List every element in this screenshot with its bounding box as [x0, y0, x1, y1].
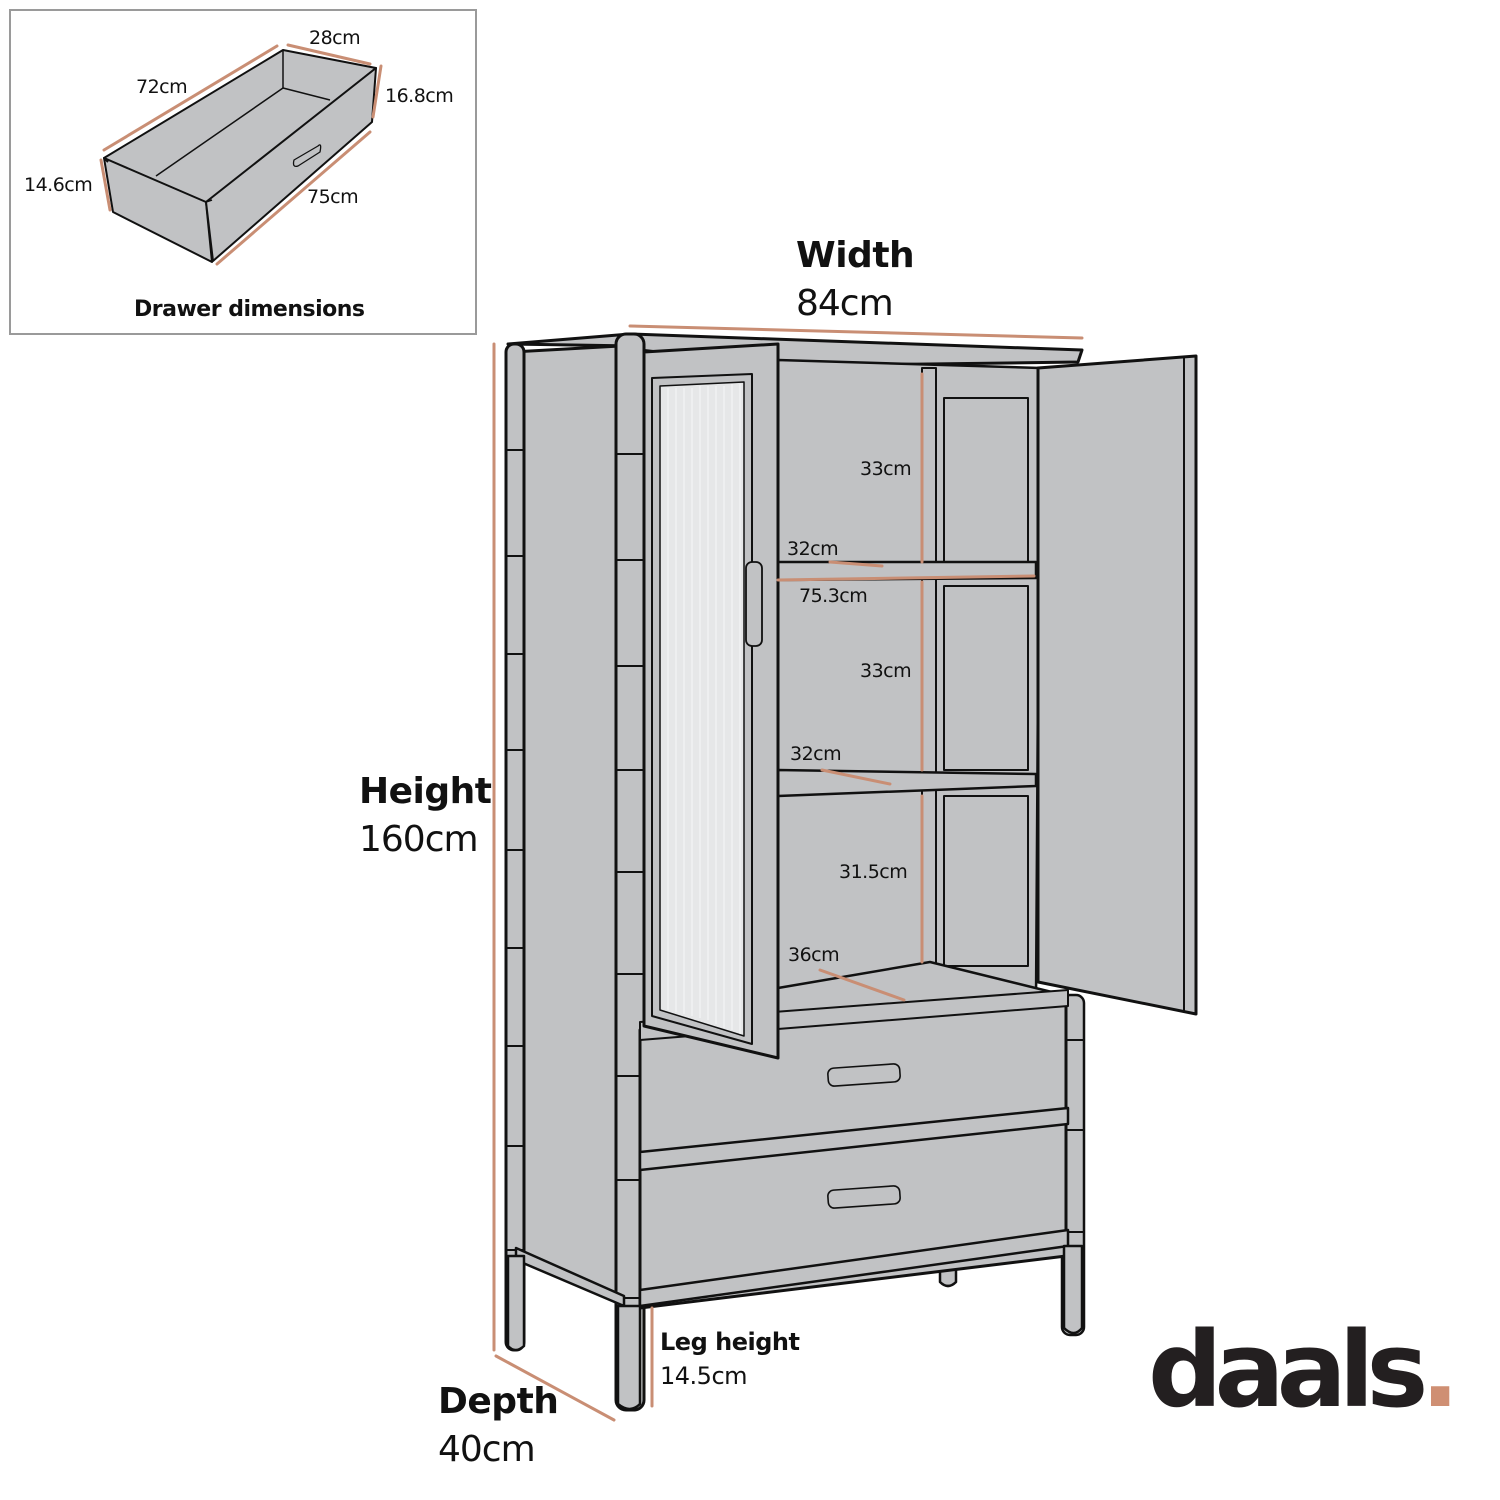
- brand-logo: daals.: [1148, 1318, 1460, 1422]
- bottom-compartment-height-label: 31.5cm: [839, 861, 908, 883]
- depth-title: Depth: [438, 1381, 559, 1422]
- base-depth-label: 36cm: [788, 944, 840, 966]
- height-value: 160cm: [359, 819, 479, 860]
- leg-height-title: Leg height: [660, 1328, 800, 1356]
- shelf-width-label: 75.3cm: [799, 585, 868, 607]
- width-value: 84cm: [796, 283, 894, 324]
- brand-logo-text: daals: [1148, 1309, 1428, 1431]
- drawer-front-height-label: 14.6cm: [24, 174, 93, 196]
- brand-logo-dot: .: [1420, 1309, 1459, 1431]
- height-title: Height: [359, 771, 492, 812]
- drawer-illustration: [99, 43, 383, 266]
- drawer-inner-length-label: 72cm: [136, 76, 188, 98]
- drawer-inset-caption: Drawer dimensions: [134, 297, 365, 322]
- top-shelf-depth-label: 32cm: [787, 538, 839, 560]
- width-title: Width: [796, 235, 915, 276]
- depth-value: 40cm: [438, 1429, 536, 1470]
- drawer-front-length-label: 75cm: [307, 186, 359, 208]
- drawer-back-width-label: 28cm: [309, 27, 361, 49]
- middle-shelf-depth-label: 32cm: [790, 743, 842, 765]
- drawer-dimensions-inset: [9, 9, 477, 335]
- drawer-back-height-label: 16.8cm: [385, 85, 454, 107]
- top-compartment-height-label: 33cm: [860, 458, 912, 480]
- middle-compartment-height-label: 33cm: [860, 660, 912, 682]
- leg-height-value: 14.5cm: [660, 1362, 748, 1390]
